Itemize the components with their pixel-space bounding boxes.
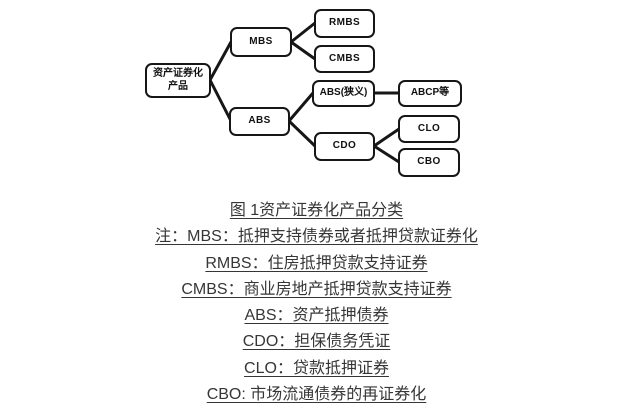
securitization-classification-diagram: 资产证券化 产品 MBS ABS RMBS CMBS ABS(狭义) ABCP等… — [0, 0, 633, 195]
edge-cdo-cbo — [372, 144, 401, 164]
note-cdo: CDO：担保债务凭证 — [242, 333, 391, 351]
node-root: 资产证券化 产品 — [145, 63, 211, 98]
edge-root-mbs — [208, 40, 233, 82]
figure-caption: 图 1资产证券化产品分类 — [229, 202, 404, 219]
caption-and-notes: 图 1资产证券化产品分类 注：MBS：抵押支持债券或者抵押贷款证券化 RMBS：… — [0, 198, 633, 408]
node-cdo: CDO — [314, 132, 375, 161]
node-abs: ABS — [229, 107, 290, 136]
node-cbo: CBO — [398, 148, 460, 177]
edge-abs-cdo — [287, 119, 317, 148]
edge-mbs-rmbs — [289, 21, 317, 44]
note-clo: CLO：贷款抵押证券 — [244, 359, 389, 377]
edge-abs-absnarrow — [287, 91, 315, 123]
edge-cdo-clo — [372, 127, 401, 148]
edge-root-abs — [208, 78, 233, 123]
note-rmbs: RMBS：住房抵押贷款支持证券 — [205, 254, 428, 272]
node-clo: CLO — [398, 115, 460, 143]
note-mbs: 注：MBS：抵押支持债券或者抵押贷款证券化 — [155, 228, 478, 246]
note-cmbs: CMBS：商业房地产抵押贷款支持证券 — [181, 280, 452, 298]
node-abcp: ABCP等 — [398, 80, 462, 107]
node-rmbs: RMBS — [314, 9, 375, 38]
edge-mbs-cmbs — [289, 40, 317, 61]
connector-lines — [208, 21, 401, 164]
node-mbs: MBS — [230, 27, 292, 57]
note-cbo: CBO: 市场流通债券的再证券化 — [206, 386, 427, 404]
node-abs-narrow: ABS(狭义) — [312, 80, 375, 107]
node-cmbs: CMBS — [314, 45, 375, 73]
note-abs: ABS：资产抵押债券 — [244, 307, 389, 325]
